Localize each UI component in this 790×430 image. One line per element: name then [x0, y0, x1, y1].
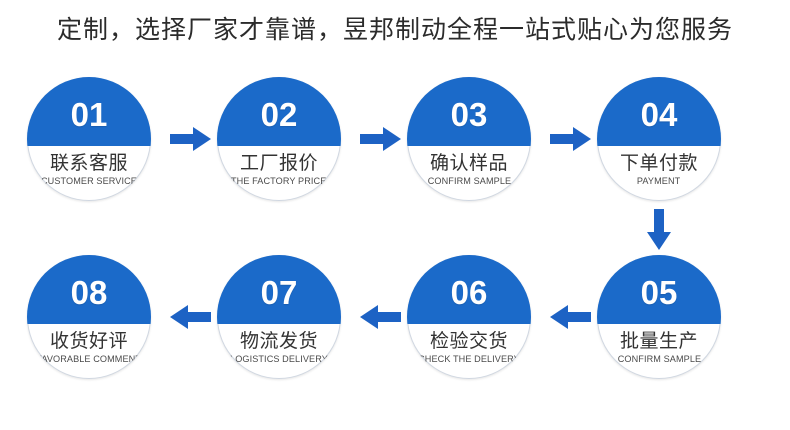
step-circle-08[interactable]: 08 收货好评 FAVORABLE COMMENT	[27, 255, 151, 379]
step-03-label-cn: 确认样品	[429, 152, 508, 174]
step-01-label-en: CUSTOMER SERVICE	[41, 175, 137, 187]
step-05-number-band: 05	[597, 255, 721, 324]
step-04-label-band: 下单付款 PAYMENT	[597, 146, 721, 201]
arrow-04-to-05-icon	[645, 209, 673, 251]
step-03-number-band: 03	[407, 77, 531, 146]
step-06-label-en: CHECK THE DELIVERY	[418, 353, 520, 365]
step-08-number-band: 08	[27, 255, 151, 324]
step-06-number-band: 06	[407, 255, 531, 324]
step-02-label-en: THE FACTORY PRICE	[231, 175, 327, 187]
step-circle-04[interactable]: 04 下单付款 PAYMENT	[597, 77, 721, 201]
step-02-label-band: 工厂报价 THE FACTORY PRICE	[217, 146, 341, 201]
step-06-label-cn: 检验交货	[429, 330, 508, 352]
step-07-number-band: 07	[217, 255, 341, 324]
step-04-label-en: PAYMENT	[637, 175, 681, 187]
step-circle-02[interactable]: 02 工厂报价 THE FACTORY PRICE	[217, 77, 341, 201]
step-08-number: 08	[70, 274, 108, 312]
step-01-label-cn: 联系客服	[49, 152, 128, 174]
step-07-label-band: 物流发货 LOGISTICS DELIVERY	[217, 324, 341, 379]
step-08-label-cn: 收货好评	[49, 330, 128, 352]
step-07-label-en: LOGISTICS DELIVERY	[230, 353, 328, 365]
step-02-number-band: 02	[217, 77, 341, 146]
step-05-label-band: 批量生产 CONFIRM SAMPLE	[597, 324, 721, 379]
step-03-number: 03	[450, 96, 488, 134]
arrow-01-to-02-icon	[170, 125, 212, 153]
step-06-label-band: 检验交货 CHECK THE DELIVERY	[407, 324, 531, 379]
arrow-03-to-04-icon	[550, 125, 592, 153]
step-05-label-cn: 批量生产	[619, 330, 698, 352]
step-05-number: 05	[640, 274, 678, 312]
step-07-label-cn: 物流发货	[239, 330, 318, 352]
arrow-06-to-07-icon	[360, 303, 402, 331]
step-07-number: 07	[260, 274, 298, 312]
arrow-05-to-06-icon	[550, 303, 592, 331]
step-04-label-cn: 下单付款	[619, 152, 698, 174]
step-02-label-cn: 工厂报价	[239, 152, 318, 174]
arrow-02-to-03-icon	[360, 125, 402, 153]
step-01-number-band: 01	[27, 77, 151, 146]
step-circle-05[interactable]: 05 批量生产 CONFIRM SAMPLE	[597, 255, 721, 379]
step-02-number: 02	[260, 96, 298, 134]
step-06-number: 06	[450, 274, 488, 312]
step-08-label-en: FAVORABLE COMMENT	[36, 353, 142, 365]
step-circle-01[interactable]: 01 联系客服 CUSTOMER SERVICE	[27, 77, 151, 201]
step-circle-03[interactable]: 03 确认样品 CONFIRM SAMPLE	[407, 77, 531, 201]
step-01-number: 01	[70, 96, 108, 134]
page-title: 定制，选择厂家才靠谱，昱邦制动全程一站式贴心为您服务	[56, 16, 733, 44]
arrow-07-to-08-icon	[170, 303, 212, 331]
step-05-label-en: CONFIRM SAMPLE	[617, 353, 701, 365]
step-04-number: 04	[640, 96, 678, 134]
step-01-label-band: 联系客服 CUSTOMER SERVICE	[27, 146, 151, 201]
step-03-label-band: 确认样品 CONFIRM SAMPLE	[407, 146, 531, 201]
step-circle-07[interactable]: 07 物流发货 LOGISTICS DELIVERY	[217, 255, 341, 379]
step-circle-06[interactable]: 06 检验交货 CHECK THE DELIVERY	[407, 255, 531, 379]
step-04-number-band: 04	[597, 77, 721, 146]
step-03-label-en: CONFIRM SAMPLE	[427, 175, 511, 187]
step-08-label-band: 收货好评 FAVORABLE COMMENT	[27, 324, 151, 379]
